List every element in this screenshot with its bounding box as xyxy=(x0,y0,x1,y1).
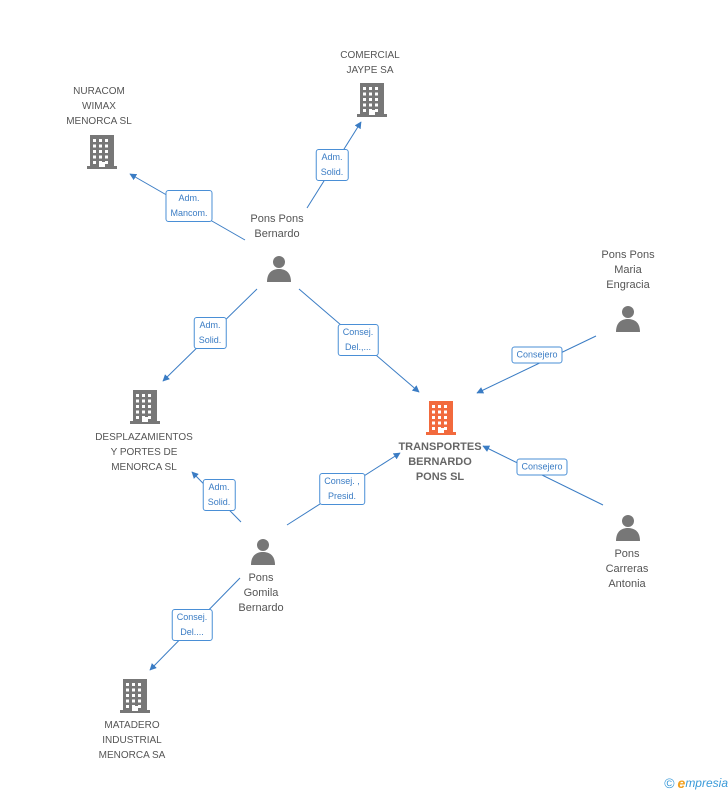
empresia-logo-icon: e xyxy=(677,775,686,791)
person-icon[interactable] xyxy=(614,304,642,337)
node-label-nuracom[interactable]: NURACOM WIMAX MENORCA SL xyxy=(66,86,132,127)
edge-label[interactable]: Consej. , Presid. xyxy=(319,473,365,505)
edge-label[interactable]: Adm. Solid. xyxy=(202,479,236,511)
node-label-pons-bernardo[interactable]: Pons Pons Bernardo xyxy=(250,213,304,240)
brand-name: mpresia xyxy=(685,776,728,790)
building-icon[interactable] xyxy=(120,679,150,718)
node-label-desplazamientos[interactable]: DESPLAZAMIENTOS Y PORTES DE MENORCA SL xyxy=(95,432,193,473)
edge-label[interactable]: Consej. Del.,... xyxy=(337,324,379,356)
building-icon[interactable] xyxy=(357,83,387,122)
person-icon[interactable] xyxy=(249,537,277,570)
edge-label[interactable]: Adm. Mancom. xyxy=(165,190,213,222)
edge-label[interactable]: Consejero xyxy=(516,458,568,476)
edge-label[interactable]: Adm. Solid. xyxy=(193,317,227,349)
person-icon[interactable] xyxy=(614,513,642,546)
node-label-pons-carreras[interactable]: Pons Carreras Antonia xyxy=(605,548,649,590)
node-label-pons-maria[interactable]: Pons Pons Maria Engracia xyxy=(601,249,655,291)
building-icon[interactable] xyxy=(426,401,456,440)
edge-label[interactable]: Adm. Solid. xyxy=(315,149,349,181)
edge-label[interactable]: Consej. Del.... xyxy=(171,609,213,641)
edge-pons-carreras-to-transportes xyxy=(482,445,604,506)
node-label-comercial[interactable]: COMERCIAL JAYPE SA xyxy=(340,50,400,76)
edge-pons-maria-to-transportes xyxy=(476,335,597,394)
node-label-pons-gomila[interactable]: Pons Gomila Bernardo xyxy=(238,572,284,614)
copyright-icon: © xyxy=(664,775,675,791)
person-icon[interactable] xyxy=(265,254,293,287)
node-label-matadero[interactable]: MATADERO INDUSTRIAL MENORCA SA xyxy=(98,720,166,761)
node-label-transportes[interactable]: TRANSPORTES BERNARDO PONS SL xyxy=(398,441,482,483)
building-icon[interactable] xyxy=(130,390,160,429)
building-icon[interactable] xyxy=(87,135,117,174)
edge-label[interactable]: Consejero xyxy=(511,346,563,364)
